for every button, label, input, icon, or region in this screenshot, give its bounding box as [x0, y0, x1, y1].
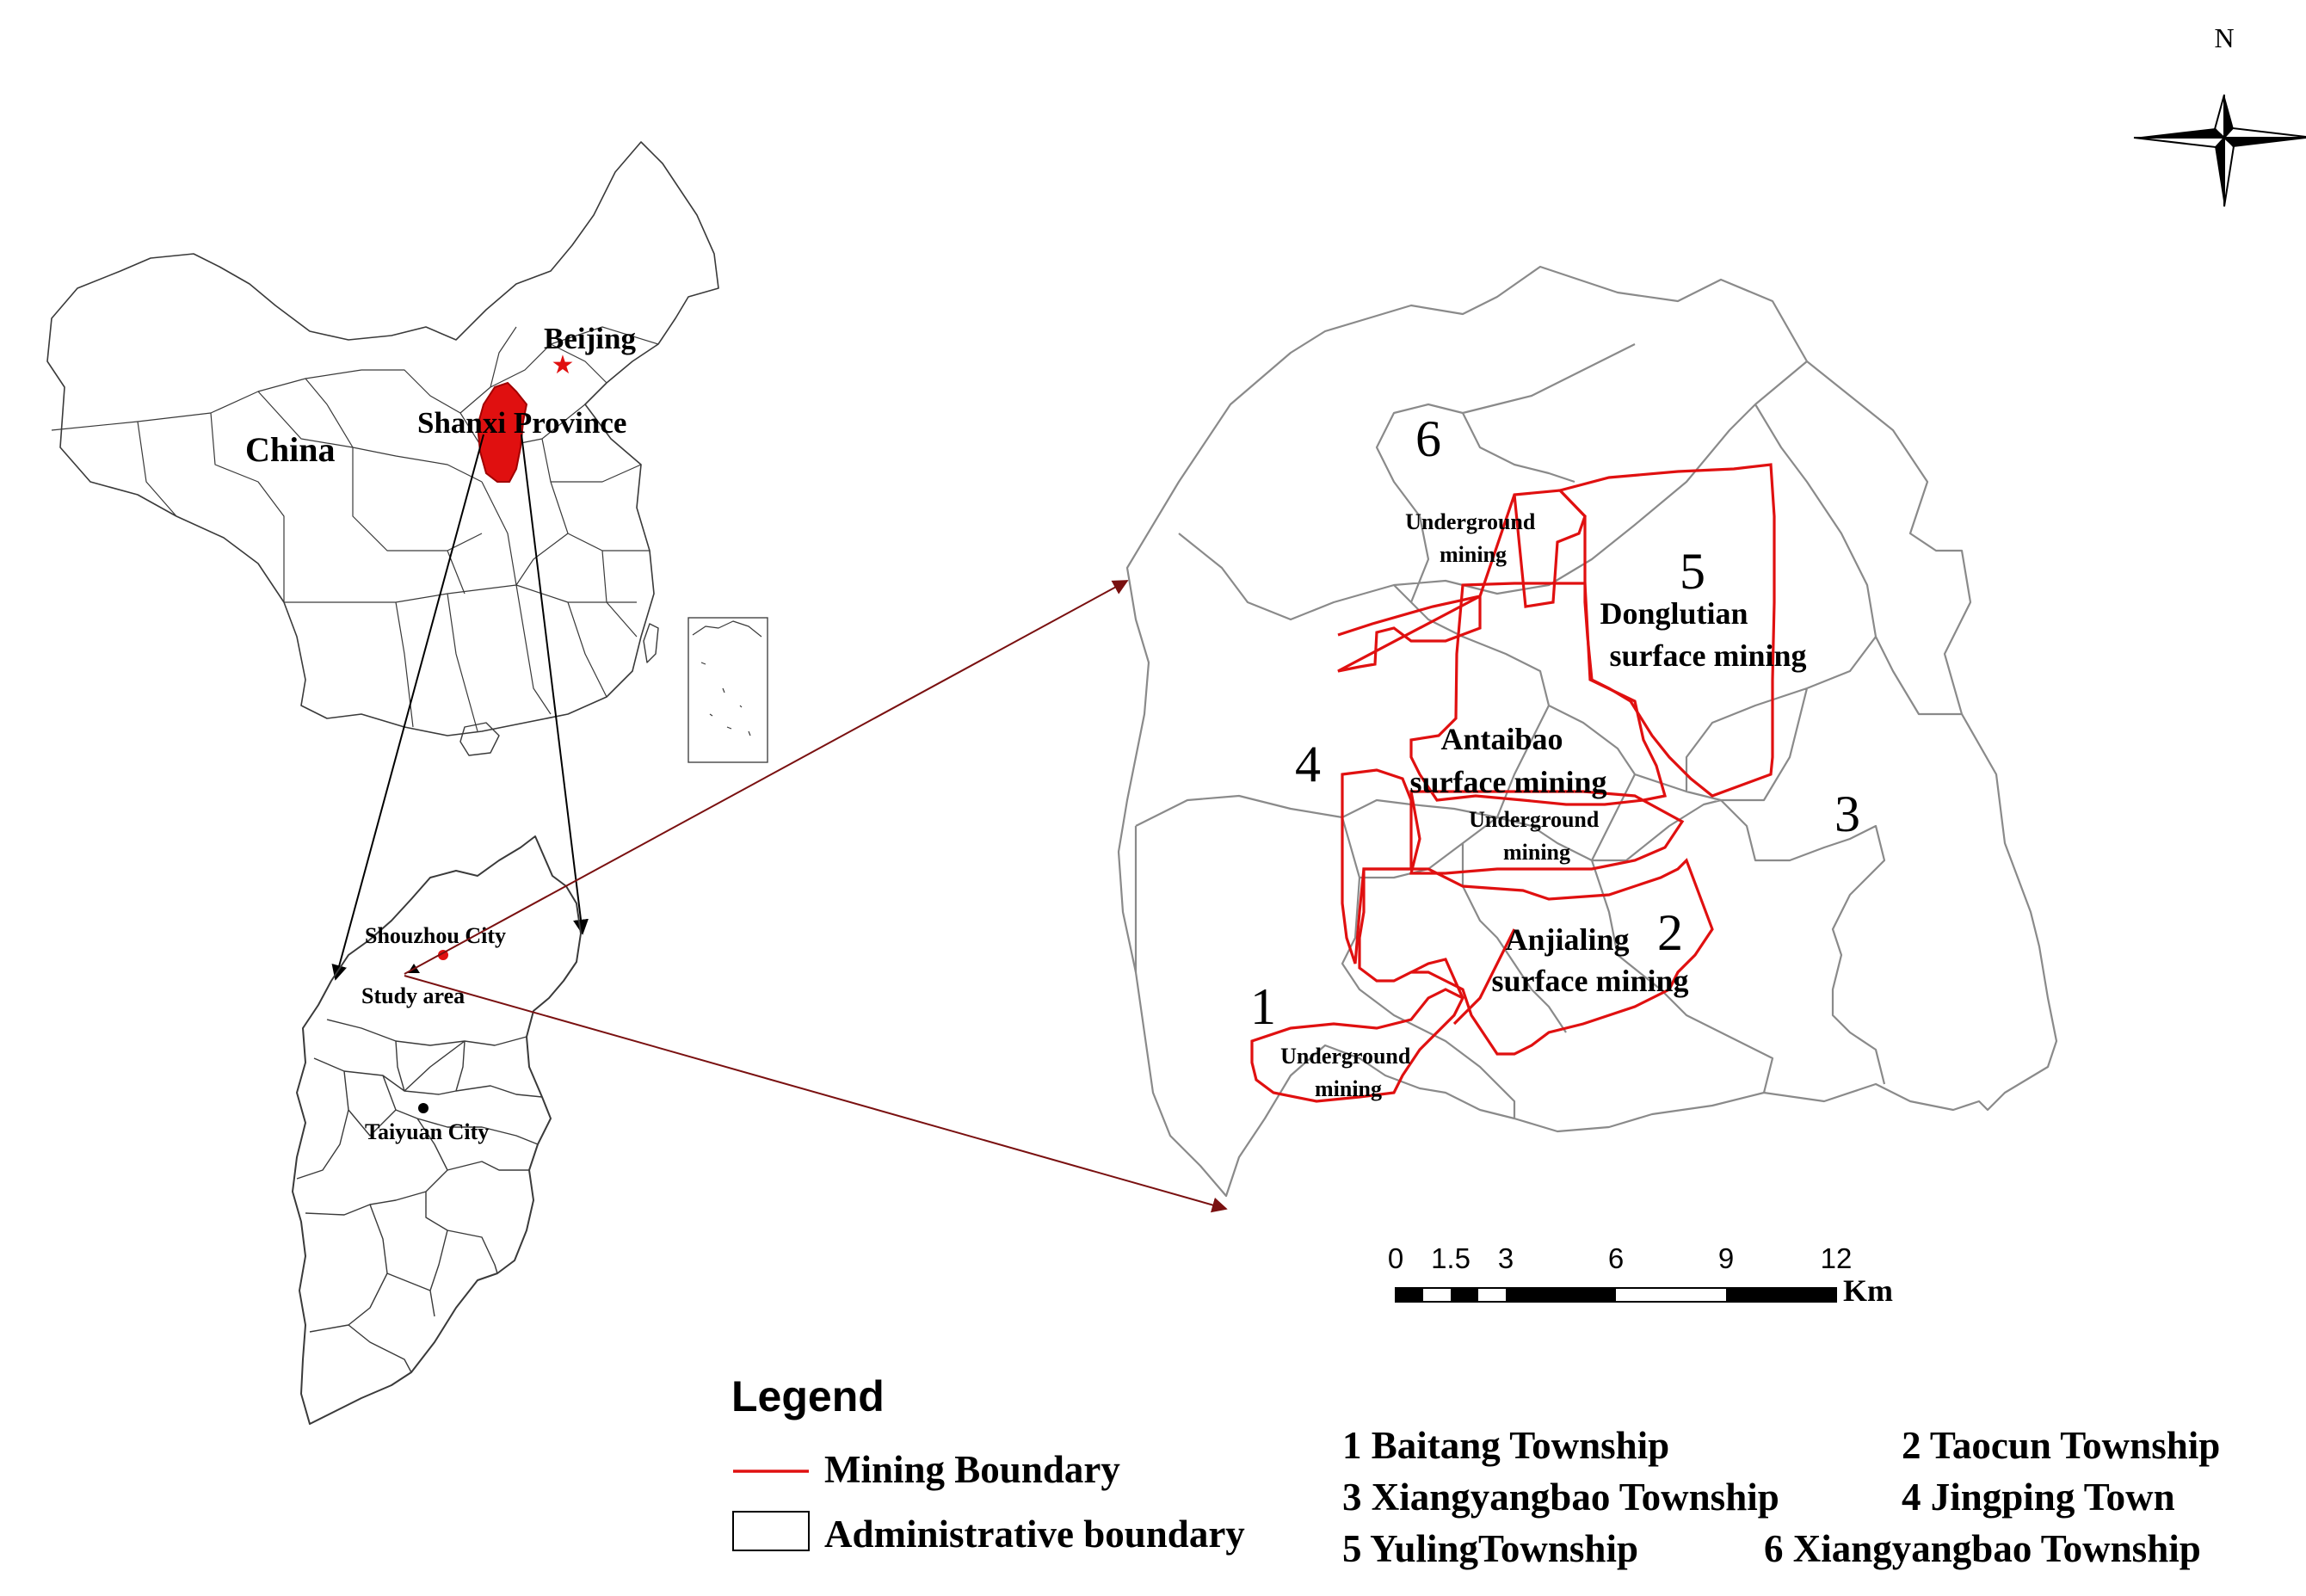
- china-overview-map: ★: [46, 141, 768, 763]
- scale-tick-6: 6: [1608, 1242, 1624, 1274]
- underground-north-line2: mining: [1440, 542, 1507, 567]
- scale-bar-segment-4: [1726, 1288, 1836, 1302]
- donglutian-line1: Donglutian: [1600, 596, 1748, 631]
- mining-boundary-west-block: [1341, 768, 1413, 964]
- anjialing-line2: surface mining: [1492, 964, 1689, 998]
- taiyuan-city-label: Taiyuan City: [365, 1119, 489, 1144]
- legend-admin-label: Administrative boundary: [824, 1513, 1245, 1556]
- china-province-borders: [51, 326, 659, 732]
- scale-tick-0: 0: [1388, 1242, 1403, 1274]
- detail-map: [1117, 265, 2058, 1198]
- township-number-2: 2: [1657, 904, 1683, 961]
- donglutian-label: Donglutian surface mining: [1600, 596, 1806, 673]
- township-number-5: 5: [1680, 543, 1705, 600]
- township-legend-4: 4 Jingping Town: [1902, 1476, 2175, 1519]
- anjialing-line1: Anjialing: [1505, 922, 1629, 957]
- antaibao-line1: Antaibao: [1440, 722, 1563, 756]
- zoom-arrow-left: [331, 434, 484, 981]
- underground-south-line1: Underground: [1280, 1044, 1411, 1069]
- township-legend-3: 3 Xiangyangbao Township: [1342, 1476, 1779, 1519]
- scale-bar-segment-1: [1396, 1288, 1423, 1302]
- taiyuan-city-dot: [418, 1103, 429, 1113]
- scale-bar: [1395, 1287, 1837, 1303]
- capital-label: Beijing: [544, 322, 636, 355]
- legend-mining-label: Mining Boundary: [824, 1448, 1120, 1491]
- anjialing-label: Anjialing surface mining: [1492, 922, 1689, 998]
- underground-north-label: Underground mining: [1405, 509, 1541, 567]
- township-number-6: 6: [1415, 410, 1441, 467]
- township-number-1: 1: [1250, 978, 1276, 1035]
- shanxi-outline: [292, 835, 582, 1425]
- donglutian-line2: surface mining: [1610, 638, 1807, 673]
- study-area-outline: [1117, 265, 2058, 1198]
- underground-center-line1: Underground: [1469, 807, 1600, 832]
- country-label: China: [245, 430, 336, 469]
- detail-arrow-top: [404, 580, 1129, 975]
- detail-arrow-bottom: [404, 975, 1228, 1213]
- township-number-4: 4: [1295, 736, 1321, 792]
- underground-south-line2: mining: [1315, 1076, 1382, 1101]
- legend-title: Legend: [731, 1372, 885, 1420]
- underground-south-label: Underground mining: [1280, 1044, 1416, 1101]
- shanxi-province-map: [292, 835, 582, 1425]
- mining-boundary-anjialing: [1358, 858, 1714, 1056]
- scale-bar-segment-3: [1506, 1288, 1616, 1302]
- province-label: Shanxi Province: [417, 406, 626, 440]
- scale-unit: Km: [1843, 1273, 1893, 1308]
- scale-tick-1-5: 1.5: [1431, 1242, 1471, 1274]
- township-legend-5: 5 YulingTownship: [1342, 1527, 1638, 1570]
- township-legend-6: 6 Xiangyangbao Township: [1764, 1527, 2201, 1570]
- zoom-arrow-right: [521, 434, 589, 935]
- mining-boundary-underground-center: [1409, 790, 1685, 875]
- mining-boundary-inner-connector: [1410, 928, 1516, 1026]
- north-label: N: [2214, 22, 2234, 53]
- antaibao-line2: surface mining: [1410, 765, 1607, 799]
- shanxi-county-borders: [296, 1019, 543, 1373]
- hainan-island: [459, 722, 500, 756]
- township-legend-2: 2 Taocun Township: [1902, 1424, 2220, 1467]
- study-area-label: Study area: [361, 983, 465, 1008]
- underground-center-label: Underground mining: [1469, 807, 1605, 865]
- south-china-sea-inset: [687, 617, 768, 763]
- township-legend-1: 1 Baitang Township: [1342, 1424, 1669, 1467]
- township-number-3: 3: [1834, 786, 1860, 842]
- underground-center-line2: mining: [1503, 840, 1570, 865]
- legend-admin-swatch: [732, 1511, 810, 1551]
- antaibao-label: Antaibao surface mining: [1410, 722, 1607, 799]
- scale-tick-12: 12: [1821, 1242, 1853, 1274]
- north-arrow-icon: [2133, 94, 2306, 207]
- scale-tick-9: 9: [1718, 1242, 1734, 1274]
- mining-boundary-antaibao: [1409, 582, 1668, 806]
- shouzhou-city-label: Shouzhou City: [365, 923, 506, 948]
- scale-tick-3: 3: [1498, 1242, 1514, 1274]
- inset-coastline: [692, 620, 762, 736]
- beijing-star-icon: ★: [552, 351, 575, 379]
- scale-bar-segment-2: [1451, 1288, 1478, 1302]
- taiwan-island: [643, 623, 659, 663]
- shanxi-province-highlight: [476, 381, 528, 483]
- mining-boundary-underground-south: [1250, 988, 1465, 1103]
- underground-north-line1: Underground: [1405, 509, 1536, 534]
